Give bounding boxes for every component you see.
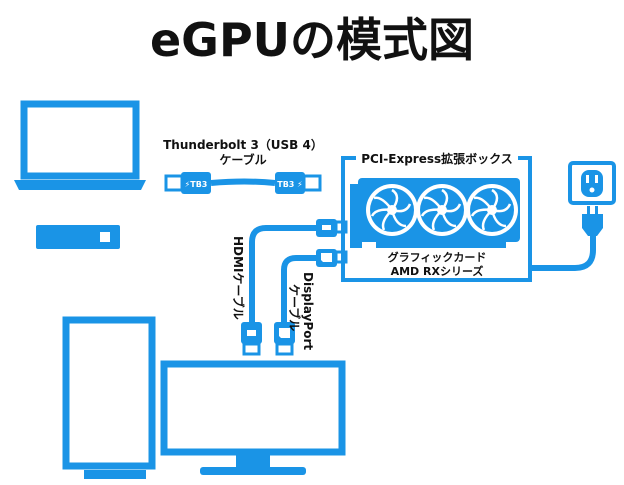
page-title: eGPUの模式図 <box>150 13 474 67</box>
mini-pc-icon <box>36 225 120 249</box>
enclosure-label: PCI-Express拡張ボックス <box>361 151 513 166</box>
enclosure-box <box>341 156 532 282</box>
thunderbolt-cable: ⚡TB3 TB3 ⚡ <box>164 172 322 194</box>
thunderbolt-label-line2: ケーブル <box>219 152 266 167</box>
portrait-monitor-icon <box>62 316 156 479</box>
tb-plug-label-right: TB3 ⚡ <box>277 180 303 189</box>
displayport-cable <box>274 249 348 356</box>
gpu-label-line2: AMD RXシリーズ <box>391 264 484 278</box>
power-outlet-icon <box>568 161 616 205</box>
thunderbolt-label-line1: Thunderbolt 3（USB 4） <box>163 137 323 152</box>
hdmi-cable <box>241 219 348 356</box>
displayport-cable-label-line2: ケーブル <box>287 284 302 331</box>
tb-plug-label-left: ⚡TB3 <box>185 180 208 189</box>
gpu-label-line1: グラフィックカード <box>388 250 487 264</box>
graphics-card-icon <box>350 178 520 248</box>
hdmi-cable-label: HDMIケーブル <box>231 236 246 320</box>
landscape-monitor-icon <box>160 360 346 475</box>
power-plug-icon <box>530 206 603 271</box>
laptop-icon <box>14 100 146 190</box>
displayport-cable-label-line1: DisplayPort <box>301 272 315 350</box>
